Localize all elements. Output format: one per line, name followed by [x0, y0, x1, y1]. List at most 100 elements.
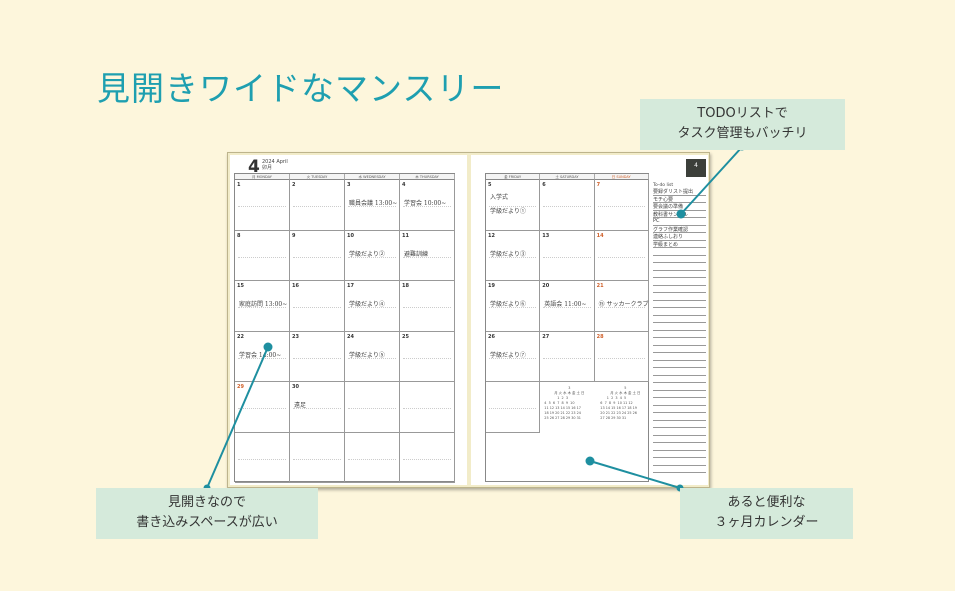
todo-line[interactable]: [653, 361, 706, 368]
mini-calendar-week: 1 2 3: [544, 396, 569, 400]
day-cell[interactable]: 14: [594, 230, 649, 281]
day-cell[interactable]: 8: [235, 230, 290, 281]
month-sub-label: 卯月: [262, 165, 273, 171]
day-cell[interactable]: 28: [594, 331, 649, 382]
month-index-tab[interactable]: 4: [686, 159, 706, 177]
todo-line[interactable]: [653, 451, 706, 458]
day-cell[interactable]: 27: [540, 331, 595, 382]
todo-line[interactable]: [653, 271, 706, 278]
dotted-line: [403, 458, 451, 460]
dotted-line: [348, 458, 396, 460]
weekday-header: 水 WEDNESDAY: [345, 174, 400, 180]
todo-line[interactable]: [653, 383, 706, 391]
todo-line[interactable]: [653, 323, 706, 331]
todo-line[interactable]: [653, 308, 706, 316]
todo-line[interactable]: [653, 428, 706, 436]
handwritten-note: 英語会 11:00~: [544, 301, 587, 308]
todo-line[interactable]: [653, 413, 706, 421]
day-cell[interactable]: [235, 432, 290, 483]
todo-line[interactable]: [653, 301, 706, 308]
todo-line[interactable]: [653, 421, 706, 428]
dotted-line: [543, 256, 591, 258]
todo-line[interactable]: [653, 458, 706, 466]
day-cell[interactable]: 13: [540, 230, 595, 281]
todo-line[interactable]: [653, 331, 706, 338]
todo-line[interactable]: [653, 406, 706, 413]
dotted-line: [293, 307, 341, 308]
todo-line[interactable]: [653, 398, 706, 406]
day-cell[interactable]: 1: [235, 180, 290, 231]
todo-line[interactable]: 教科書サンプル: [653, 211, 706, 218]
month-number: 4: [248, 157, 260, 177]
day-cell[interactable]: 29: [235, 382, 290, 433]
todo-line[interactable]: 要録ダリスト提出: [653, 188, 706, 196]
todo-line[interactable]: 学級まとめ: [653, 241, 706, 248]
todo-line[interactable]: [653, 346, 706, 353]
todo-line[interactable]: [653, 391, 706, 398]
day-cell[interactable]: [345, 382, 400, 433]
todo-line[interactable]: PC: [653, 218, 706, 226]
todo-line[interactable]: [653, 376, 706, 383]
todo-line[interactable]: [653, 248, 706, 256]
dotted-line: [489, 357, 537, 359]
dotted-line: [293, 357, 341, 359]
day-cell[interactable]: 9: [290, 230, 345, 281]
day-cell[interactable]: [400, 432, 455, 483]
handwritten-note: 学習会 14:00~: [239, 351, 282, 359]
callout-spread: 見開きなので書き込みスペースが広い: [96, 488, 318, 539]
todo-line[interactable]: [653, 278, 706, 286]
todo-line[interactable]: [653, 293, 706, 301]
todo-line[interactable]: [653, 368, 706, 376]
todo-line[interactable]: グラフ作業確認: [653, 226, 706, 233]
todo-line[interactable]: モチ心要: [653, 196, 706, 203]
day-cell[interactable]: 23: [290, 331, 345, 382]
dotted-line: [293, 256, 341, 258]
mini-calendar-month: 5: [624, 386, 627, 390]
day-cell[interactable]: [400, 382, 455, 433]
todo-line[interactable]: 連絡ふしおり: [653, 233, 706, 241]
todo-line[interactable]: [653, 443, 706, 451]
day-cell[interactable]: 7: [594, 180, 649, 231]
todo-line[interactable]: [653, 338, 706, 346]
mini-calendar-weekdays: 月 火 水 木 金 土 日: [554, 391, 585, 395]
dotted-line: [403, 357, 451, 359]
day-cell[interactable]: [345, 432, 400, 483]
todo-line[interactable]: 要会議の準備: [653, 203, 706, 211]
todo-line[interactable]: [653, 436, 706, 443]
day-cell[interactable]: 6: [540, 180, 595, 231]
day-cell[interactable]: 2: [290, 180, 345, 231]
todo-line[interactable]: [653, 353, 706, 361]
handwritten-note: 遠足: [294, 402, 307, 409]
todo-line[interactable]: [653, 316, 706, 323]
day-cell[interactable]: 16: [290, 281, 345, 332]
day-number: 10: [347, 232, 354, 239]
todo-line[interactable]: [653, 263, 706, 271]
day-number: 6: [542, 182, 546, 188]
weekday-header: 土 SATURDAY: [540, 174, 595, 180]
day-cell[interactable]: [290, 432, 345, 483]
handwritten-note: 学級だより①: [490, 208, 526, 215]
todo-line[interactable]: [653, 466, 706, 473]
day-cell[interactable]: 25: [400, 331, 455, 382]
todo-line[interactable]: [653, 256, 706, 263]
day-cell[interactable]: 18: [400, 281, 455, 332]
day-cell[interactable]: [486, 382, 541, 433]
dotted-line: [403, 206, 451, 207]
todo-line[interactable]: [653, 286, 706, 293]
